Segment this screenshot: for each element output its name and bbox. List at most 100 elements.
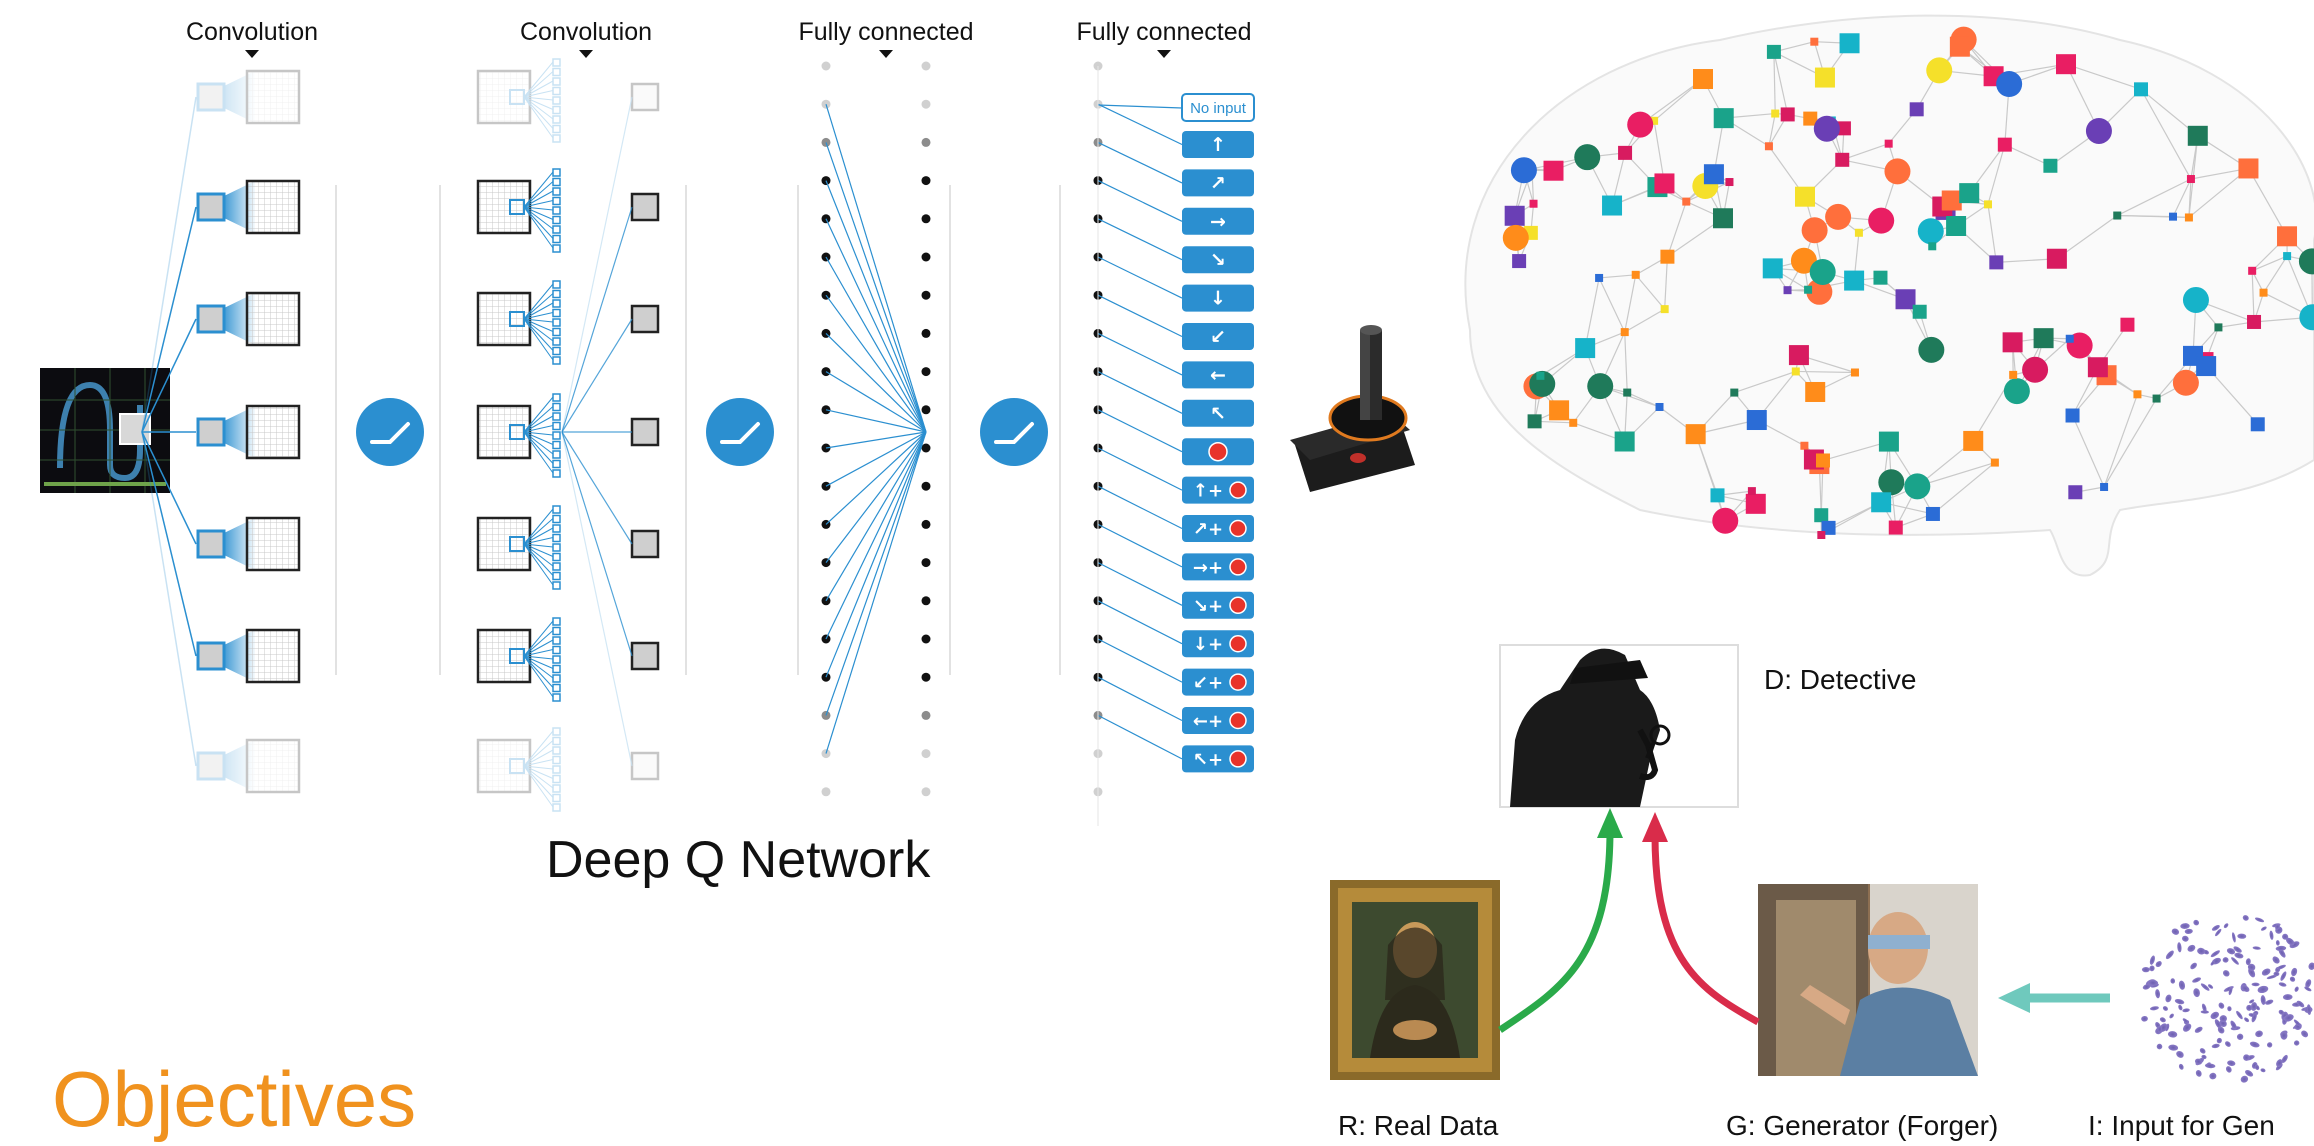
brain-node <box>1878 431 1899 452</box>
conv2-output-unit <box>630 751 660 781</box>
conv2-fan-line <box>523 318 554 361</box>
layer-pointer-4 <box>1157 50 1171 58</box>
conv2-unit <box>552 421 561 431</box>
noise-blob <box>2225 1066 2232 1073</box>
noise-blob <box>2211 924 2220 931</box>
brain-node <box>2172 369 2199 396</box>
conv2-feature-map <box>476 393 660 478</box>
fc1-connection <box>825 256 927 433</box>
fc2-connection <box>1097 371 1183 414</box>
brain-edge <box>2140 89 2192 180</box>
noise-blob <box>2200 1010 2209 1014</box>
brain-node <box>1762 258 1783 279</box>
brain-node <box>1918 336 1945 363</box>
conv2-unit <box>552 626 561 636</box>
conv2-fan-line <box>523 190 554 208</box>
fire-dot <box>1229 750 1247 768</box>
brain-node <box>2259 288 2268 297</box>
conv2-unit <box>552 280 561 289</box>
noise-blob <box>2182 1018 2189 1024</box>
brain-node <box>1990 458 1999 467</box>
conv1-beam <box>222 71 255 123</box>
brain-edge <box>2172 178 2192 217</box>
conv2-fan-line <box>523 96 554 139</box>
action-down-right-fire: ↘+ <box>1182 591 1254 619</box>
action-box <box>1182 284 1254 312</box>
noise-blob <box>2211 1043 2220 1049</box>
action-box <box>1182 246 1254 274</box>
conv2-fan-line <box>523 620 554 657</box>
brain-edge <box>1917 462 1996 487</box>
action-arrow-up: ↑ <box>1182 131 1254 158</box>
noise-blob <box>2176 1050 2184 1058</box>
conv2-kernel <box>509 758 525 774</box>
conv2-fan-line <box>523 171 554 208</box>
fire-dot <box>1229 481 1247 499</box>
noise-blob <box>2168 1044 2179 1051</box>
brain-node <box>1888 520 1903 535</box>
brain-node <box>1745 493 1766 514</box>
noise-blob <box>2281 1054 2288 1063</box>
brain-edge <box>1842 143 1889 161</box>
noise-blob <box>2182 1023 2192 1032</box>
dqn-caption: Deep Q Network <box>546 831 931 889</box>
conv2-fan-line <box>523 543 554 557</box>
no-input-action-button: No input <box>1181 93 1255 122</box>
brain-node <box>2186 175 2195 184</box>
conv2-unit <box>552 402 561 412</box>
noise-blob <box>2194 1026 2203 1033</box>
brain-node <box>1730 388 1739 397</box>
fire-icon <box>1208 441 1228 462</box>
conv2-fan-line <box>523 431 554 445</box>
noise-blob <box>2245 958 2251 966</box>
noise-blob <box>2306 1004 2312 1016</box>
fc-neuron <box>921 290 931 300</box>
conv2-output-unit <box>630 304 660 334</box>
conv2-fan-line <box>523 431 554 455</box>
fc1-connection <box>825 218 927 433</box>
noise-blob <box>2260 995 2266 1005</box>
noise-blob <box>2157 1025 2163 1033</box>
conv2-unit <box>552 514 561 524</box>
brain-edge <box>1795 370 1855 374</box>
noise-blob <box>2244 1017 2250 1023</box>
action-up-right-fire: ↗+ <box>1182 515 1254 542</box>
brain-edge <box>2116 178 2192 217</box>
brain-node <box>2133 82 2148 97</box>
conv2-fan-line <box>523 543 554 548</box>
brain-node <box>1803 111 1818 126</box>
conv1-kernel <box>196 82 226 112</box>
conv2-fan-line <box>523 639 554 657</box>
fire-dot <box>1229 519 1247 538</box>
brain-node <box>1949 36 1970 57</box>
brain-node <box>1682 197 1691 206</box>
conv2-unit <box>552 168 561 177</box>
brain-node <box>1904 473 1931 500</box>
conv1-connection <box>141 431 197 657</box>
fire-dot <box>1229 634 1247 653</box>
action-down-fire: ↓+ <box>1182 630 1254 658</box>
conv2-fan-line <box>523 206 554 220</box>
noise-blob <box>2219 1015 2227 1023</box>
conv2-fan-line <box>523 655 554 679</box>
brain-network-illustration <box>1464 14 2314 577</box>
conv2-unit <box>552 765 561 774</box>
brain-node <box>1836 121 1851 136</box>
conv2-fan-line <box>523 206 554 211</box>
conv1-beam <box>222 740 255 792</box>
conv1-kernel <box>196 751 226 781</box>
brain-node <box>1527 414 1542 429</box>
conv2-fan-line <box>523 415 554 433</box>
brain-node <box>1712 507 1739 534</box>
fc1-connection <box>825 142 927 433</box>
conv1-map-square <box>245 291 301 347</box>
conv2-map-square <box>476 738 532 794</box>
noise-blob <box>2197 947 2206 955</box>
conv2-unit <box>552 440 561 450</box>
noise-blob <box>2169 1013 2174 1019</box>
conv2-fan-line <box>523 543 554 576</box>
generator-label: G: Generator (Forger) <box>1726 1110 1999 1141</box>
brain-node <box>1536 371 1545 380</box>
conv2-fan-line <box>523 537 554 545</box>
conv2-fan-line <box>523 649 554 657</box>
